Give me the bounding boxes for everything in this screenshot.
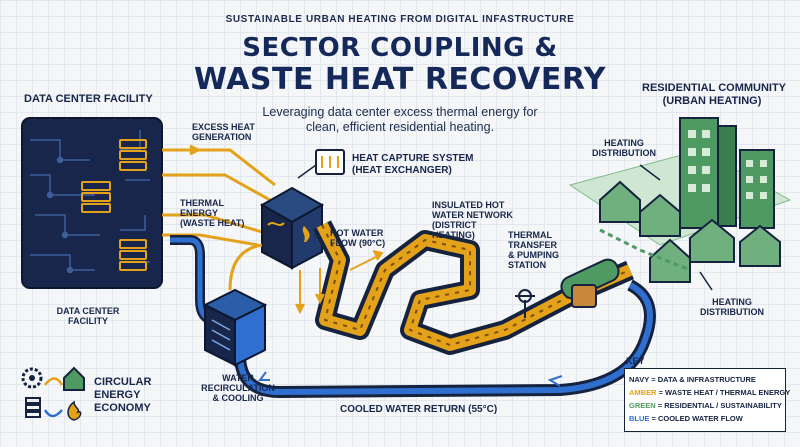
transfer-station-label: THERMAL TRANSFER & PUMPING STATION (508, 230, 559, 270)
server-icon (25, 397, 41, 418)
heat-capture-label-line-2: (HEAT EXCHANGER) (352, 165, 452, 176)
heating-distribution-top-line-2: DISTRIBUTION (592, 148, 656, 158)
key-legend: NAVY = DATA & INFRASTRUCTURE AMBER = WAS… (624, 368, 790, 432)
heating-distribution-top-label: HEATING DISTRIBUTION (592, 138, 656, 158)
water-recirculation-line-3: & COOLING (212, 393, 264, 403)
waste-heat-flow (162, 144, 276, 247)
circular-economy-line-2: ENERGY (94, 389, 141, 401)
key-color-word: BLUE (629, 414, 650, 423)
data-center-title: DATA CENTER FACILITY (24, 93, 153, 105)
transfer-station-label-line-2: TRANSFER (508, 240, 557, 250)
cooled-return-label: COOLED WATER RETURN (55°C) (340, 404, 498, 415)
gear-icon (21, 367, 43, 389)
cooling-block (202, 288, 268, 367)
thermal-energy-label-line-3: (WASTE HEAT) (180, 218, 245, 228)
circular-economy-icons (21, 366, 85, 421)
water-recirculation-line-1: WATER (222, 373, 254, 383)
server-icon (81, 139, 147, 271)
flame-icon (67, 400, 82, 421)
key-color-word: GREEN (629, 401, 656, 410)
hot-water-label-line-1: HOT WATER (330, 228, 384, 238)
data-center-block (21, 117, 163, 289)
water-recirculation-label: WATER RECIRCULATION & COOLING (198, 373, 278, 403)
transfer-station-label-line-4: STATION (508, 260, 547, 270)
transfer-station-label-line-1: THERMAL (508, 230, 552, 240)
heat-capture-label-line-1: HEAT CAPTURE SYSTEM (352, 153, 474, 164)
heat-capture-icon (315, 149, 345, 175)
thermal-energy-label: THERMAL ENERGY (WASTE HEAT) (180, 198, 244, 228)
key-row-navy: NAVY = DATA & INFRASTRUCTURE (629, 375, 756, 384)
excess-heat-label-line-2: GENERATION (192, 132, 252, 142)
key-title: KEY (626, 356, 645, 366)
key-color-word: AMBER (629, 388, 657, 397)
key-row-green: GREEN = RESIDENTIAL / SUSTAINABILITY (629, 401, 782, 410)
key-description: = DATA & INFRASTRUCTURE (649, 375, 756, 384)
page-subtitle: Leveraging data center excess thermal en… (262, 105, 538, 134)
transfer-station-label-line-3: & PUMPING (508, 250, 560, 260)
key-description: = WASTE HEAT / THERMAL ENERGY (656, 388, 791, 397)
hot-water-pipe (313, 220, 634, 355)
page-title-line-1: SECTOR COUPLING & (242, 33, 558, 63)
heating-distribution-bottom-line-1: HEATING (712, 297, 752, 307)
residential-label-line-2: (URBAN HEATING) (662, 95, 762, 107)
hot-water-label-line-2: FLOW (90°C) (330, 238, 386, 248)
water-recirculation-line-2: RECIRCULATION (201, 383, 275, 393)
page-title-line-2: WASTE HEAT RECOVERY (193, 62, 607, 97)
data-center-caption-line-1: DATA CENTER (56, 306, 120, 316)
residential-label: RESIDENTIAL COMMUNITY (URBAN HEATING) (642, 82, 787, 108)
circular-economy-line-3: ECONOMY (94, 402, 151, 414)
insulated-network-label-line-2: WATER NETWORK (432, 210, 513, 220)
key-description: = COOLED WATER FLOW (649, 414, 743, 423)
heat-exchanger-icon (259, 186, 325, 270)
data-center-caption: DATA CENTER FACILITY (48, 306, 128, 326)
key-color-word: NAVY (629, 375, 650, 384)
data-center-caption-line-2: FACILITY (68, 316, 108, 326)
insulated-network-label-line-4: HEATING) (432, 230, 475, 240)
pumping-station (524, 258, 620, 318)
excess-heat-label: EXCESS HEAT GENERATION (192, 122, 255, 142)
heating-distribution-bottom-label: HEATING DISTRIBUTION (700, 297, 764, 317)
house-icon (63, 366, 85, 391)
circular-economy-label: CIRCULAR ENERGY ECONOMY (94, 376, 151, 415)
key-row-amber: AMBER = WASTE HEAT / THERMAL ENERGY (629, 388, 790, 397)
house-icon (599, 180, 781, 283)
insulated-network-label: INSULATED HOT WATER NETWORK (DISTRICT HE… (432, 200, 513, 240)
recycle-arrows-icon (43, 377, 64, 418)
heat-capture-label: HEAT CAPTURE SYSTEM (HEAT EXCHANGER) (352, 153, 474, 177)
hot-water-label: HOT WATER FLOW (90°C) (330, 228, 385, 248)
key-row-blue: BLUE = COOLED WATER FLOW (629, 414, 743, 423)
key-description: = RESIDENTIAL / SUSTAINABILITY (655, 401, 782, 410)
residential-community (568, 117, 792, 283)
heating-distribution-top-line-1: HEATING (604, 138, 644, 148)
excess-heat-label-line-1: EXCESS HEAT (192, 122, 255, 132)
residential-label-line-1: RESIDENTIAL COMMUNITY (642, 82, 787, 94)
insulated-network-label-line-3: (DISTRICT (432, 220, 477, 230)
heating-distribution-bottom-line-2: DISTRIBUTION (700, 307, 764, 317)
insulated-network-label-line-1: INSULATED HOT (432, 200, 505, 210)
thermal-energy-label-line-1: THERMAL (180, 198, 224, 208)
thermal-energy-label-line-2: ENERGY (180, 208, 219, 218)
circular-economy-line-1: CIRCULAR (94, 376, 152, 388)
supertitle: SUSTAINABLE URBAN HEATING FROM DIGITAL I… (225, 14, 575, 25)
valve-icon (515, 289, 535, 303)
